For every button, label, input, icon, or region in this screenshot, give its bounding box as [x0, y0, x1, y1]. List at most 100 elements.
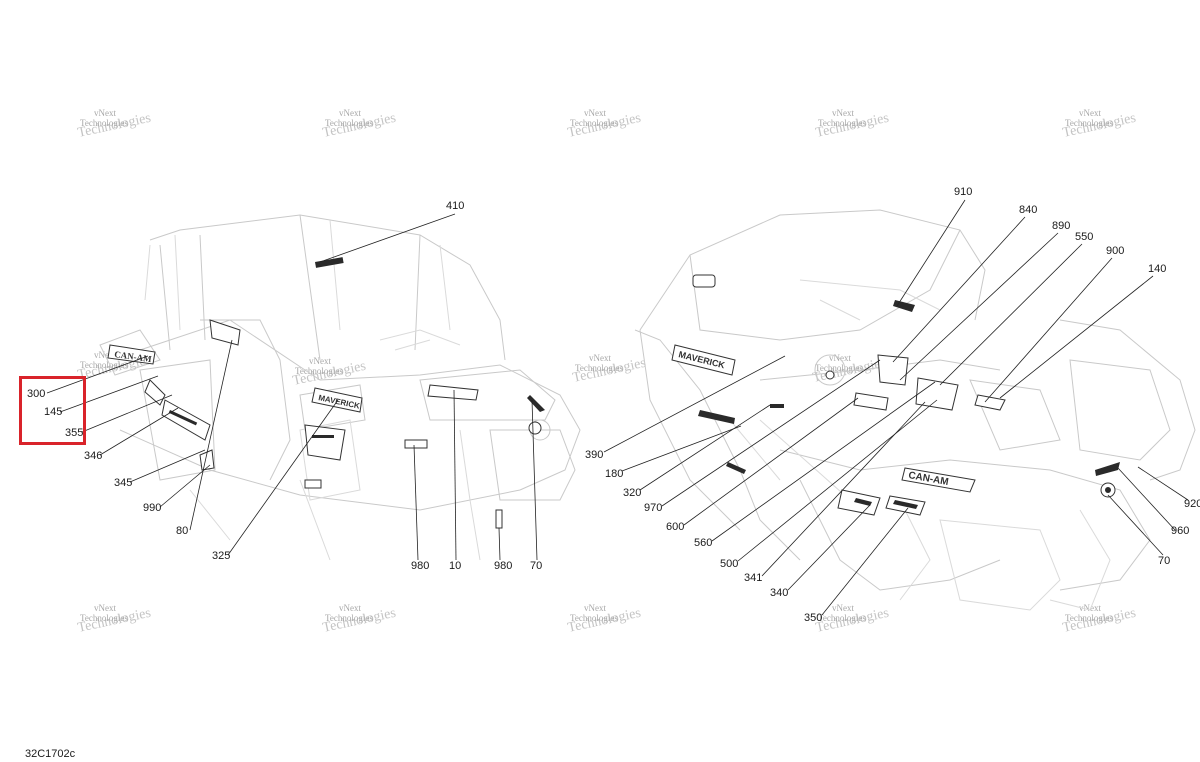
watermark-text: Technologies [818, 613, 866, 623]
callout-label: 180 [605, 468, 623, 480]
watermark-text: vNext [832, 108, 854, 118]
leader-line [1117, 467, 1176, 531]
callout-label: 980 [411, 560, 429, 572]
callout-label: 390 [585, 449, 603, 461]
callout-label: 70 [1158, 555, 1170, 567]
leader-line [81, 394, 173, 433]
callout-label: 500 [720, 558, 738, 570]
leader-line [639, 404, 771, 491]
leader-line [319, 213, 456, 263]
leader-line [189, 339, 233, 531]
callout-label: 900 [1106, 245, 1124, 257]
watermark-text: vNext [309, 356, 331, 366]
callout-label: 960 [1171, 525, 1189, 537]
right-view-callouts: 910 840 890 550 900 140 390 180 320 970 … [585, 186, 1200, 624]
watermark-text: Technologies [325, 613, 373, 623]
callout-label: 560 [694, 537, 712, 549]
leader-line [939, 243, 1083, 386]
watermark-text: Technologies [80, 613, 128, 623]
watermark-text: Technologies [818, 118, 866, 128]
watermark-text: vNext [589, 353, 611, 363]
callout-label: 600 [666, 521, 684, 533]
callout-label: 70 [530, 560, 542, 572]
callout-label: 910 [954, 186, 972, 198]
watermark-text: Technologies [570, 118, 618, 128]
leader-line [159, 464, 211, 508]
left-vehicle-illustration: CAN-AM MAVERICK [99, 214, 581, 561]
watermark-text: vNext [584, 108, 606, 118]
leader-line [129, 449, 206, 483]
watermark-text: Technologies [1065, 613, 1113, 623]
callout-label: 355 [65, 427, 83, 439]
watermark-text: vNext [1079, 603, 1101, 613]
watermark-text: vNext [829, 353, 851, 363]
callout-label: 140 [1148, 263, 1166, 275]
watermark-text: vNext [339, 108, 361, 118]
leader-line [621, 425, 742, 472]
leader-lines [46, 199, 1189, 616]
leader-line [899, 232, 1059, 381]
callout-label: 346 [84, 450, 102, 462]
leader-line [761, 401, 926, 577]
callout-label: 341 [744, 572, 762, 584]
right-vehicle-illustration: MAVERICK CAN-AM [634, 209, 1196, 611]
left-view-callouts: 410 300 145 355 346 345 990 80 325 980 1… [27, 200, 542, 572]
watermark-text: Technologies [325, 118, 373, 128]
callout-label: 890 [1052, 220, 1070, 232]
leader-line [821, 507, 909, 616]
callout-label: 990 [143, 502, 161, 514]
leader-line [227, 399, 339, 556]
callout-label: 550 [1075, 231, 1093, 243]
watermark-text: vNext [1079, 108, 1101, 118]
callout-label: 325 [212, 550, 230, 562]
callout-label: 10 [449, 560, 461, 572]
watermark-text: vNext [584, 603, 606, 613]
callout-label: 340 [770, 587, 788, 599]
decal-canam-rear: CAN-AM [907, 470, 949, 488]
callout-label: 970 [644, 502, 662, 514]
watermark-text: Technologies [1065, 118, 1113, 128]
leader-line [896, 199, 966, 307]
watermark-text: Technologies [575, 363, 623, 373]
watermark-text: Technologies [80, 360, 128, 370]
leader-line [892, 216, 1026, 363]
leader-line [683, 397, 859, 526]
callout-label: 980 [494, 560, 512, 572]
watermark-text: vNext [94, 108, 116, 118]
leader-line [413, 444, 419, 561]
leader-line [1137, 466, 1189, 501]
leader-line [661, 359, 881, 507]
callout-label: 320 [623, 487, 641, 499]
leader-line [787, 504, 871, 591]
watermark-text: Technologies [570, 613, 618, 623]
watermark-text: Technologies [295, 366, 343, 376]
leader-line [498, 527, 501, 561]
callout-label: 840 [1019, 204, 1037, 216]
leader-line [531, 399, 538, 561]
leader-line [46, 355, 149, 394]
leader-line [59, 375, 159, 413]
leader-line [99, 407, 179, 456]
leader-line [453, 389, 457, 561]
watermark-text: Technologies [815, 363, 863, 373]
callout-label: 920 [1184, 498, 1200, 510]
leader-line [999, 275, 1154, 399]
callout-label: 145 [44, 406, 62, 418]
callout-label: 300 [27, 388, 45, 400]
callout-label: 410 [446, 200, 464, 212]
leader-line [711, 381, 936, 542]
